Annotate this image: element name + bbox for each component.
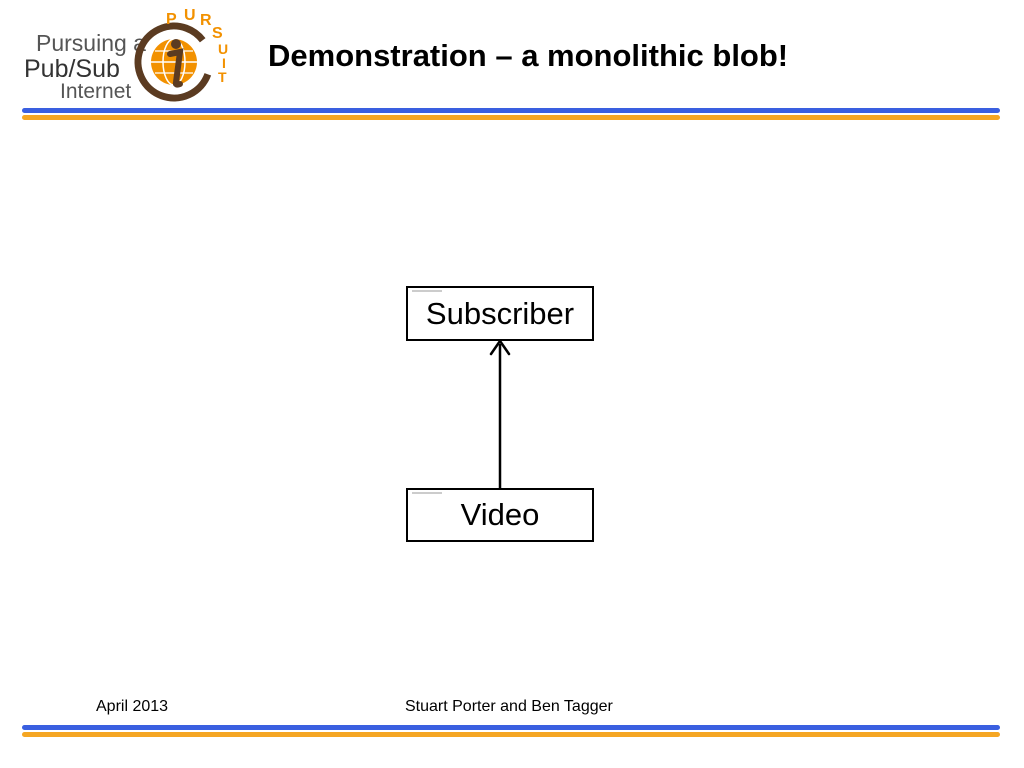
ring-letter: S xyxy=(212,25,223,42)
ring-letter: I xyxy=(222,55,226,71)
ring-letter: T xyxy=(218,69,227,85)
subscriber-node: Subscriber xyxy=(406,286,594,341)
logo-text-line1: Pursuing a xyxy=(36,30,146,56)
footer-authors: Stuart Porter and Ben Tagger xyxy=(405,698,613,715)
slide-title: Demonstration – a monolithic blob! xyxy=(268,38,789,73)
footer-divider-blue xyxy=(22,725,1000,730)
arrow-head xyxy=(489,339,511,356)
video-node: Video xyxy=(406,488,594,542)
header-divider-blue xyxy=(22,108,1000,113)
logo-text-line3: Internet xyxy=(60,80,132,103)
header-divider-gold xyxy=(22,115,1000,120)
ring-letter: U xyxy=(218,41,228,57)
footer-date: April 2013 xyxy=(96,698,169,715)
logo-text-line2: Pub/Sub xyxy=(24,55,120,83)
node-tag xyxy=(412,492,442,494)
footer-divider-gold xyxy=(22,732,1000,737)
pursuit-at-logo-icon: P U R S U I T xyxy=(134,7,228,102)
ring-letter: P xyxy=(166,11,177,28)
ring-letter: U xyxy=(184,7,196,24)
ring-letter: R xyxy=(200,12,212,29)
node-tag xyxy=(412,290,442,292)
video-label: Video xyxy=(460,497,540,532)
subscriber-label: Subscriber xyxy=(425,295,575,331)
pursuit-logo: Pursuing a Pub/Sub Internet P U R S U I … xyxy=(20,6,230,104)
